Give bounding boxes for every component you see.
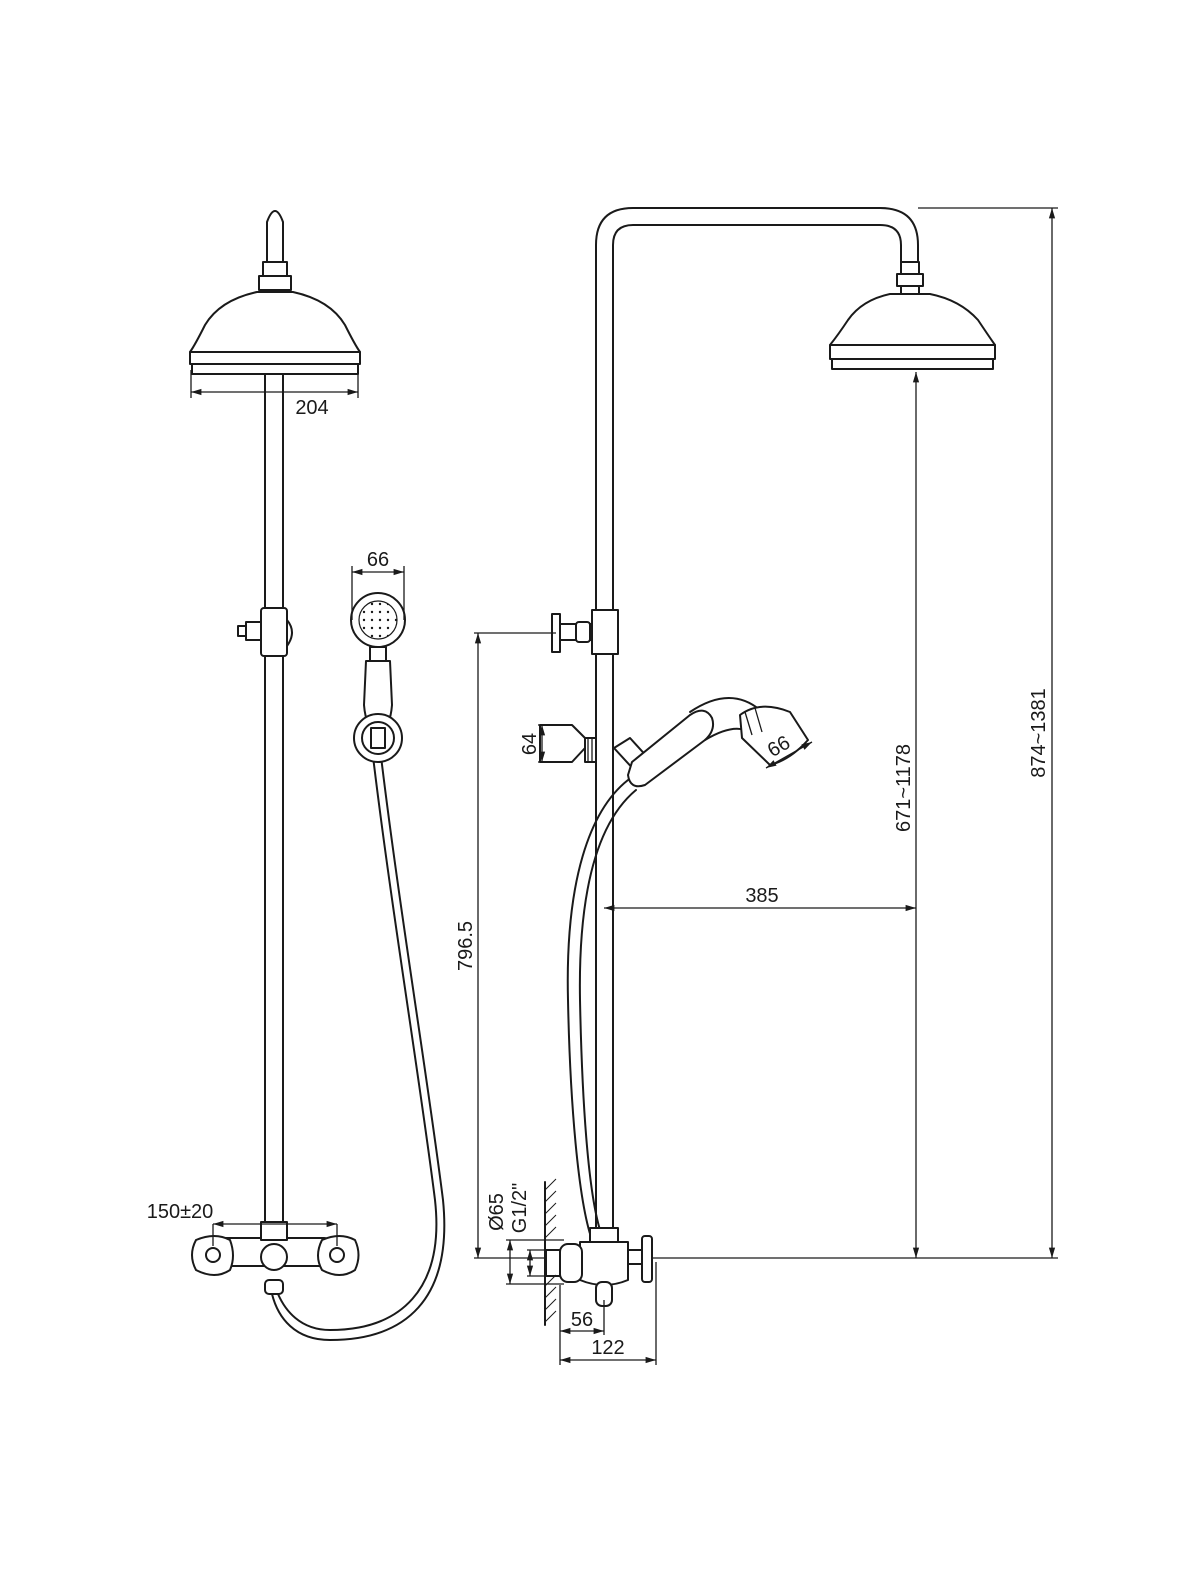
dim-label-arm-projection: 385 xyxy=(745,885,778,907)
side-riser-arm-outer xyxy=(595,207,919,1231)
dim-label-hand-shower-width-front: 66 xyxy=(367,549,389,571)
side-slider xyxy=(591,609,619,655)
dim-label-valve-centers: 150±20 xyxy=(147,1201,214,1223)
front-left-handle-cap xyxy=(205,1247,221,1263)
front-bracket-clip xyxy=(370,727,386,749)
dim-label-overall-height: 874~1381 xyxy=(1028,688,1050,778)
side-hand-shower-ring xyxy=(754,707,763,733)
front-hose-inner xyxy=(271,747,446,1341)
dim-label-thread: G1/2" xyxy=(509,1183,531,1233)
front-view xyxy=(189,210,446,1341)
dim-line-66-side xyxy=(765,741,813,769)
side-riser-arm-inner xyxy=(612,224,902,1231)
front-rain-head-rim xyxy=(189,351,361,365)
side-dimensions: 874~1381 671~1178 385 796.5 64 66 Ø65 G1… xyxy=(455,207,1058,1365)
front-hose-connector xyxy=(264,1279,284,1295)
front-riser-pipe xyxy=(264,373,284,1225)
side-hose-outer xyxy=(566,779,629,1241)
side-hose-inner xyxy=(578,789,637,1231)
front-hand-shower-neck xyxy=(369,646,387,662)
dim-label-rain-head-width: 204 xyxy=(295,397,328,419)
front-rain-head-dome xyxy=(189,291,361,353)
side-handle xyxy=(641,1235,653,1283)
side-mixer-body xyxy=(579,1241,629,1286)
front-slider xyxy=(260,607,288,657)
front-rain-head-face xyxy=(191,363,359,375)
dim-label-flange-diameter: Ø65 xyxy=(486,1193,508,1231)
side-hand-shower-neck-top xyxy=(689,697,761,713)
dim-label-head-height: 671~1178 xyxy=(893,744,915,832)
front-slider-holder xyxy=(245,621,262,641)
dim-label-holder-height: 796.5 xyxy=(455,921,477,971)
side-bracket-thread xyxy=(584,737,597,763)
side-head-collar xyxy=(900,285,920,295)
front-right-handle-cap xyxy=(329,1247,345,1263)
front-slider-tip xyxy=(237,625,247,637)
side-slider-boss xyxy=(575,621,591,643)
front-left-handle xyxy=(191,1235,234,1276)
side-rain-head-dome xyxy=(829,293,996,346)
dim-label-holder-size: 64 xyxy=(519,733,541,755)
front-hose-outer xyxy=(277,747,438,1331)
front-slider-knob xyxy=(286,619,293,647)
side-bracket xyxy=(539,724,586,763)
side-rain-head-rim xyxy=(829,344,996,360)
front-mixer-center xyxy=(260,1243,288,1271)
side-flange xyxy=(559,1243,583,1283)
front-collar xyxy=(258,275,292,291)
side-head-nut2 xyxy=(896,273,924,287)
front-hand-shower-nozzles xyxy=(358,600,398,640)
side-mixer-collar xyxy=(589,1227,619,1243)
front-mixer-outlet xyxy=(260,1221,288,1241)
front-top-stub xyxy=(266,210,284,263)
side-head-nut xyxy=(900,261,920,275)
front-dimensions: 204 66 150±20 xyxy=(147,370,405,1246)
side-hand-shower-handle xyxy=(627,709,715,788)
side-handle-stem xyxy=(627,1249,643,1265)
side-rain-head-face xyxy=(831,358,994,370)
dim-label-wall-offset: 56 xyxy=(571,1309,593,1331)
front-wall-bracket-inner xyxy=(361,721,395,755)
front-right-handle xyxy=(317,1235,360,1276)
side-wall-fitting xyxy=(545,1249,561,1277)
dim-label-valve-depth: 122 xyxy=(591,1337,624,1359)
side-hand-shower-ring xyxy=(744,711,753,736)
front-nut xyxy=(262,261,288,277)
